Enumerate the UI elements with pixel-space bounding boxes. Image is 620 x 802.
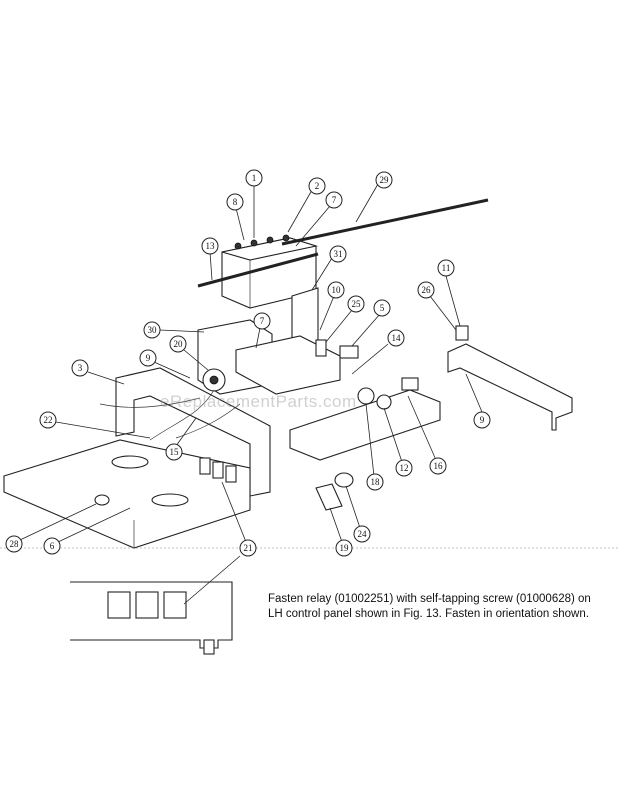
hold-down-rod xyxy=(281,198,489,246)
svg-text:31: 31 xyxy=(334,249,343,259)
svg-text:1: 1 xyxy=(252,173,257,183)
callout-14: 14 xyxy=(351,329,405,375)
svg-text:25: 25 xyxy=(352,299,362,309)
svg-text:12: 12 xyxy=(400,463,409,473)
deck-plate xyxy=(3,439,251,549)
callout-9b: 9 xyxy=(465,373,491,429)
svg-text:18: 18 xyxy=(371,477,381,487)
svg-text:13: 13 xyxy=(206,241,216,251)
callout-8: 8 xyxy=(226,193,245,241)
indicator-light xyxy=(334,472,354,488)
svg-text:20: 20 xyxy=(174,339,184,349)
svg-text:9: 9 xyxy=(480,415,485,425)
callout-1: 1 xyxy=(245,169,263,238)
callout-3: 3 xyxy=(71,359,125,385)
relay-group xyxy=(199,457,237,483)
ignition-switch xyxy=(202,368,226,392)
wire-left xyxy=(99,397,201,408)
callout-11: 11 xyxy=(437,259,461,327)
svg-text:30: 30 xyxy=(148,325,158,335)
svg-text:11: 11 xyxy=(442,263,451,273)
svg-text:26: 26 xyxy=(422,285,432,295)
svg-text:24: 24 xyxy=(358,529,368,539)
callout-21: 21 xyxy=(183,481,257,605)
callout-30: 30 xyxy=(143,321,205,339)
callout-9: 9 xyxy=(139,349,191,379)
callout-7: 7 xyxy=(295,191,343,247)
callout-25: 25 xyxy=(325,295,365,343)
svg-text:15: 15 xyxy=(170,447,180,457)
svg-text:8: 8 xyxy=(233,197,238,207)
svg-text:5: 5 xyxy=(380,303,385,313)
callout-16: 16 xyxy=(407,395,447,475)
inset-relay-detail xyxy=(70,581,233,655)
console-plate xyxy=(289,377,441,461)
svg-text:14: 14 xyxy=(392,333,402,343)
left-control-panel xyxy=(115,367,271,497)
callout-15: 15 xyxy=(165,417,197,461)
callout-29: 29 xyxy=(355,171,393,223)
svg-text:28: 28 xyxy=(10,539,20,549)
watermark-text: eReplacementParts.com xyxy=(160,392,357,411)
callout-19: 19 xyxy=(329,507,353,557)
callout-20: 20 xyxy=(169,335,209,371)
callout-6: 6 xyxy=(43,507,131,555)
callout-22: 22 xyxy=(39,411,151,439)
callout-24: 24 xyxy=(345,485,371,543)
callout-18: 18 xyxy=(365,403,384,491)
svg-text:16: 16 xyxy=(434,461,444,471)
svg-text:21: 21 xyxy=(244,543,253,553)
switch-26 xyxy=(455,325,469,341)
hold-down-rod-short xyxy=(197,252,319,288)
svg-text:9: 9 xyxy=(146,353,151,363)
grommet xyxy=(94,494,110,506)
callout-13: 13 xyxy=(201,237,219,281)
right-rail xyxy=(447,343,573,431)
callout-28: 28 xyxy=(5,503,97,553)
wire-15 xyxy=(175,403,241,439)
callout-26: 26 xyxy=(417,281,457,331)
svg-text:7: 7 xyxy=(260,316,265,326)
svg-text:6: 6 xyxy=(50,541,55,551)
wire-22 xyxy=(149,389,215,441)
svg-text:7: 7 xyxy=(332,195,337,205)
callout-2: 2 xyxy=(287,177,326,233)
callout-12: 12 xyxy=(383,407,413,477)
svg-text:10: 10 xyxy=(332,285,342,295)
relay-fastening-note: Fasten relay (01002251) with self-tappin… xyxy=(268,593,591,620)
svg-text:19: 19 xyxy=(340,543,350,553)
svg-text:22: 22 xyxy=(44,415,53,425)
callout-5: 5 xyxy=(351,299,391,347)
svg-text:29: 29 xyxy=(380,175,390,185)
svg-text:3: 3 xyxy=(78,363,83,373)
switch-5 xyxy=(339,345,359,359)
switch-25 xyxy=(315,339,327,357)
indicator-plate xyxy=(315,483,343,511)
callout-7b: 7 xyxy=(253,312,271,349)
callout-10: 10 xyxy=(319,281,345,331)
battery xyxy=(221,234,319,309)
svg-text:2: 2 xyxy=(315,181,320,191)
callout-31: 31 xyxy=(311,245,347,291)
